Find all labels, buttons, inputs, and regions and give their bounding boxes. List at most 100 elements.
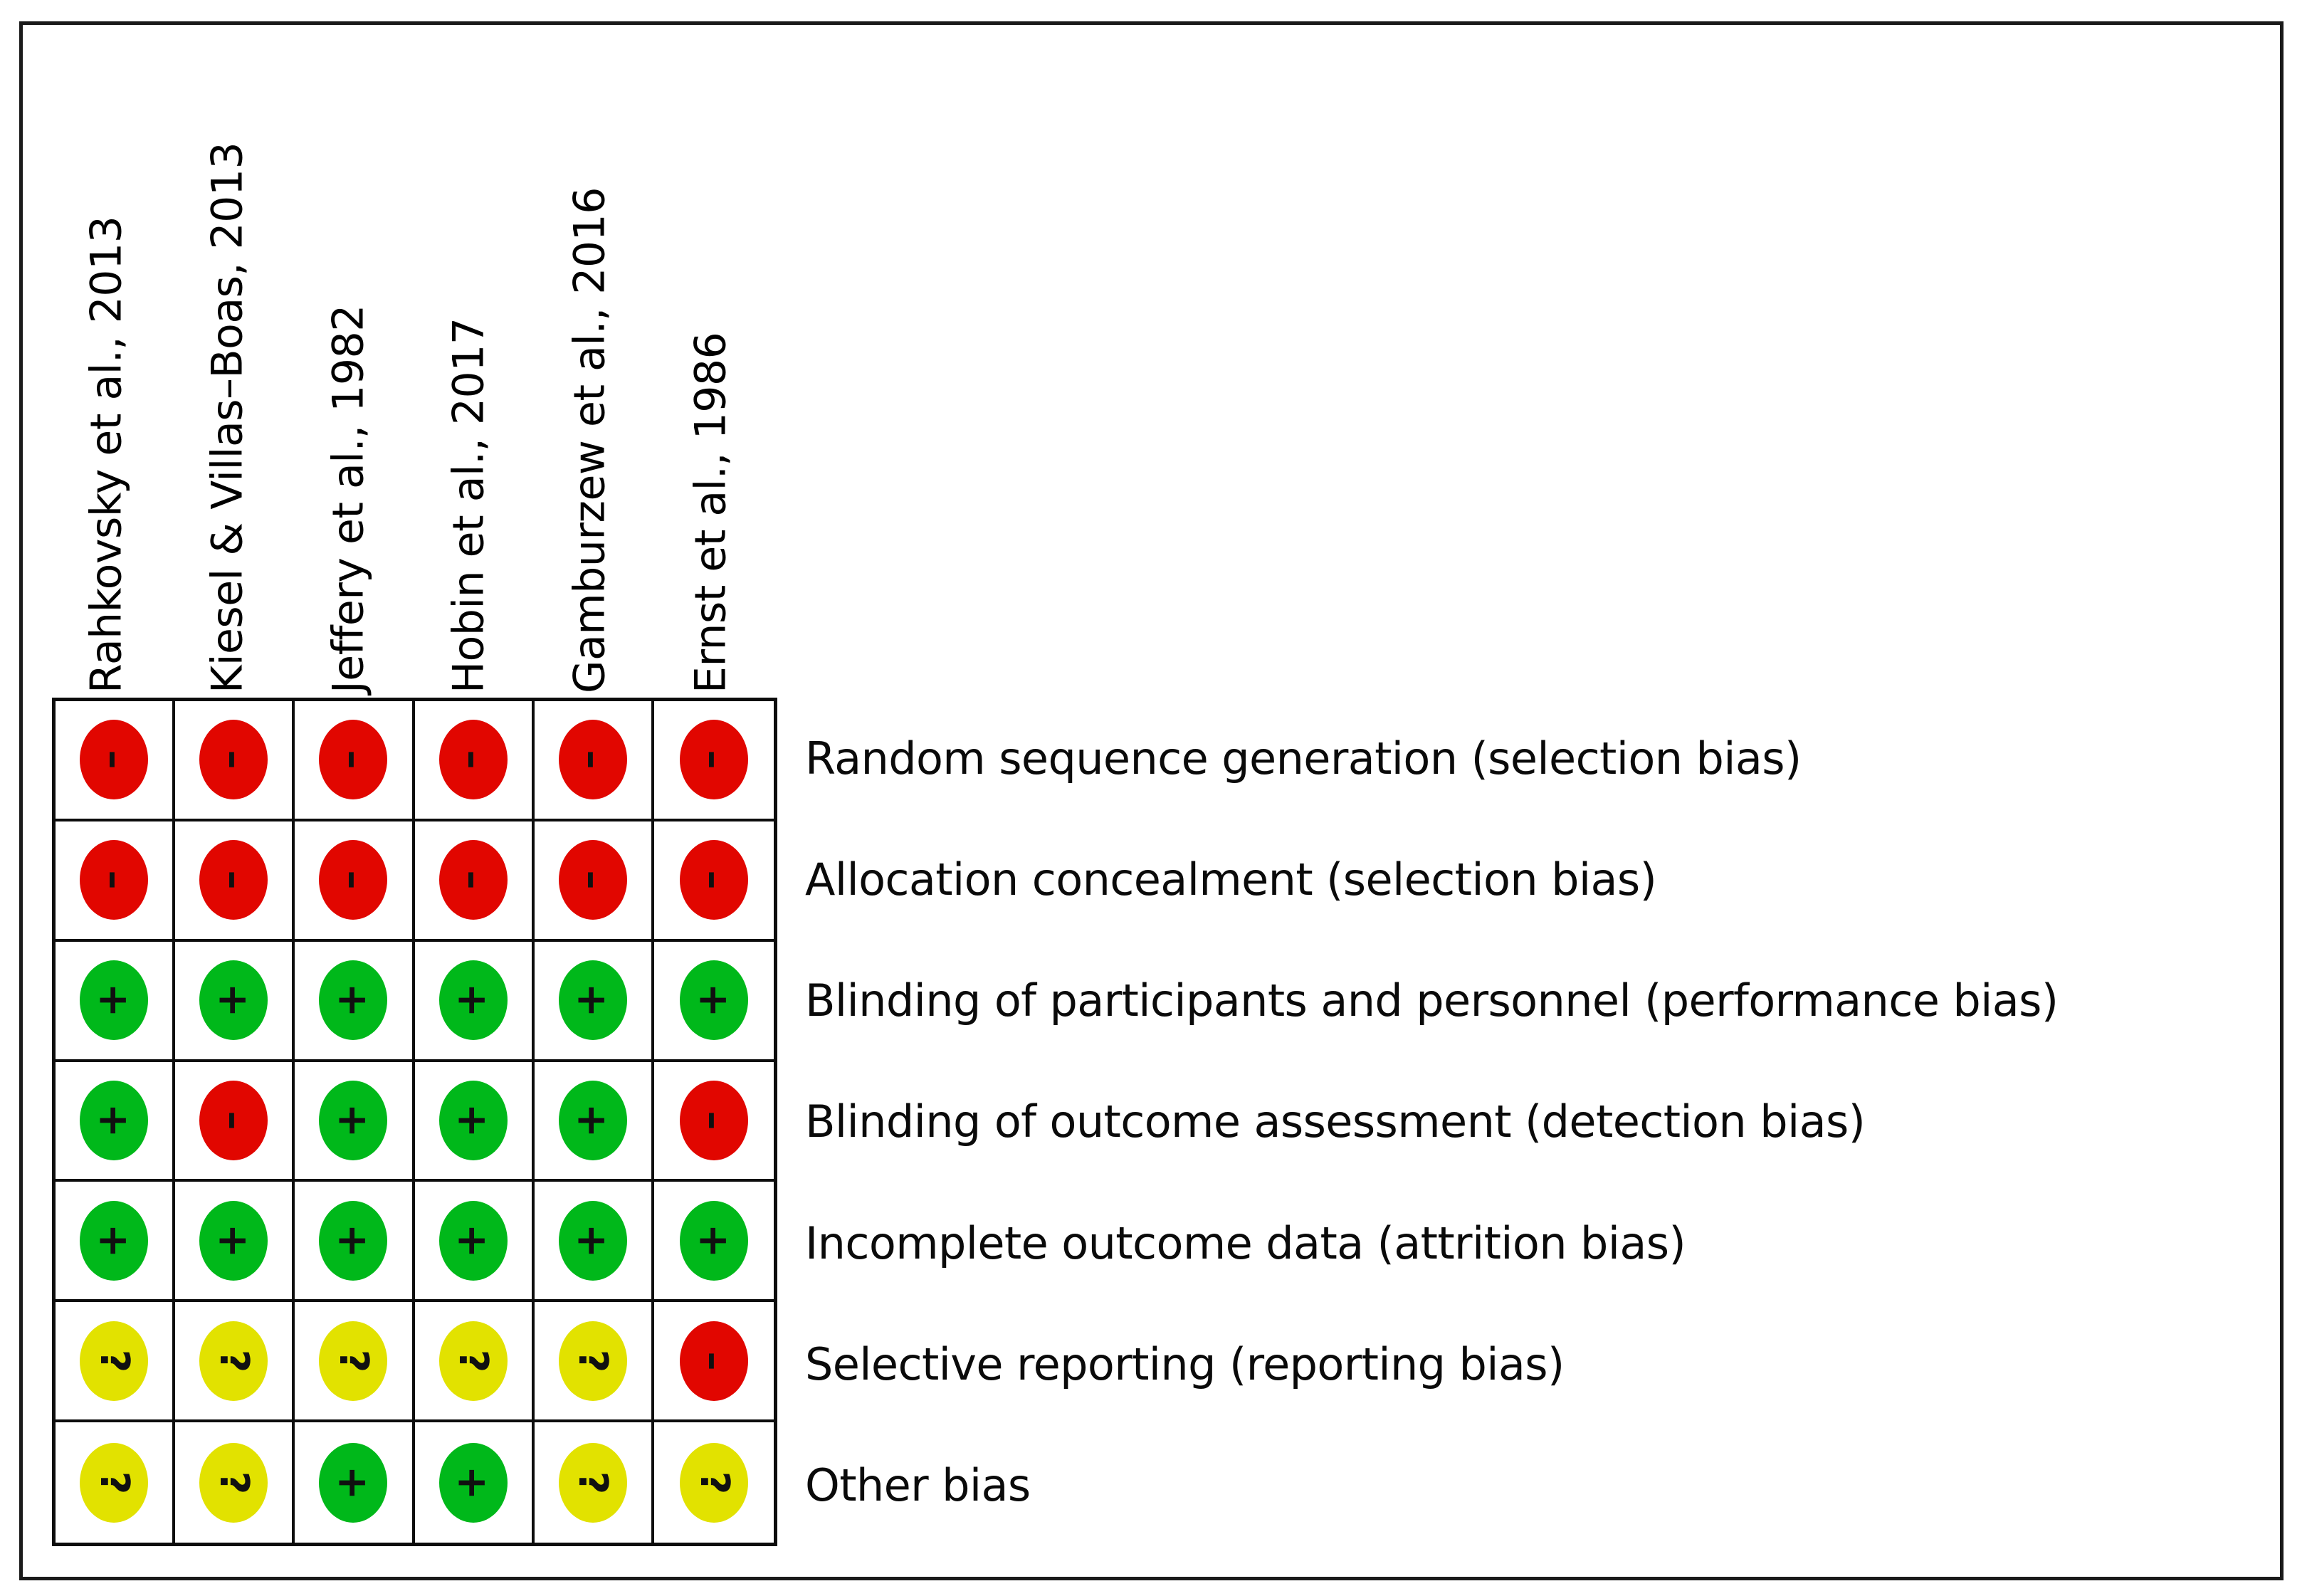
high-risk-icon: – [558, 840, 627, 920]
grid-cell: – [414, 701, 535, 821]
column-header-1: Rahkovsky et al., 2013 [52, 21, 173, 698]
grid-cell: ? [534, 1302, 654, 1423]
grid-cell: – [653, 701, 774, 821]
grid-cell: ? [56, 1302, 176, 1423]
marker-glyph: + [448, 1223, 498, 1259]
low-risk-icon: + [199, 960, 268, 1041]
column-header-2: Kiesel & Villas–Boas, 2013 [173, 21, 294, 698]
marker-glyph: + [90, 1103, 139, 1138]
low-risk-icon: + [319, 1200, 388, 1281]
bias-domain-labels: Random sequence generation (selection bi… [805, 698, 2243, 1546]
column-header-label: Rahkovsky et al., 2013 [81, 216, 132, 693]
grid-cell: + [295, 1422, 415, 1543]
bias-domain-label-3: Blinding of participants and personnel (… [805, 975, 2059, 1027]
grid-cell: ? [295, 1302, 415, 1423]
high-risk-icon: – [199, 720, 268, 800]
grid-cell: – [56, 821, 176, 942]
marker-glyph: ? [211, 1471, 258, 1494]
low-risk-icon: + [319, 960, 388, 1041]
low-risk-icon: + [679, 960, 748, 1041]
high-risk-icon: – [319, 720, 388, 800]
marker-glyph: – [451, 870, 496, 890]
bias-domain-label-1: Random sequence generation (selection bi… [805, 732, 1802, 784]
low-risk-icon: + [558, 1200, 627, 1281]
marker-glyph: – [570, 750, 616, 770]
low-risk-icon: + [319, 1442, 388, 1523]
grid-cell: + [414, 1061, 535, 1182]
marker-glyph: – [691, 1351, 737, 1371]
grid-cell: – [653, 1061, 774, 1182]
grid-cell: + [534, 1182, 654, 1303]
high-risk-icon: – [199, 1080, 268, 1160]
high-risk-icon: – [199, 840, 268, 920]
marker-glyph: – [331, 750, 377, 770]
marker-glyph: ? [450, 1349, 497, 1372]
marker-glyph: – [92, 750, 137, 770]
grid-cell: – [653, 1302, 774, 1423]
high-risk-icon: – [558, 720, 627, 800]
unclear-risk-icon: ? [319, 1321, 388, 1401]
marker-glyph: – [451, 750, 496, 770]
marker-glyph: ? [330, 1349, 377, 1372]
marker-glyph: ? [569, 1471, 616, 1494]
column-header-label: Hobin et al., 2017 [444, 317, 495, 693]
marker-glyph: – [92, 870, 137, 890]
marker-glyph: – [691, 750, 737, 770]
unclear-risk-icon: ? [558, 1321, 627, 1401]
low-risk-icon: + [679, 1200, 748, 1281]
bias-domain-label-7: Other bias [805, 1459, 1031, 1512]
high-risk-icon: – [679, 840, 748, 920]
grid-cell: – [534, 821, 654, 942]
study-headers: Rahkovsky et al., 2013 Kiesel & Villas–Bo… [52, 21, 777, 698]
marker-glyph: + [209, 982, 258, 1018]
low-risk-icon: + [438, 1200, 508, 1281]
marker-glyph: ? [91, 1349, 138, 1372]
grid-cell: ? [175, 1422, 295, 1543]
column-header-label: Gamburzew et al., 2016 [564, 187, 615, 693]
low-risk-icon: + [558, 960, 627, 1041]
low-risk-icon: + [438, 960, 508, 1041]
marker-glyph: ? [91, 1471, 138, 1494]
column-header-6: Ernst et al., 1986 [656, 21, 777, 698]
grid-cell: – [175, 1061, 295, 1182]
grid-cell: + [414, 941, 535, 1062]
high-risk-icon: – [679, 720, 748, 800]
marker-glyph: + [689, 982, 738, 1018]
marker-glyph: + [329, 1103, 378, 1138]
high-risk-icon: – [319, 840, 388, 920]
low-risk-icon: + [319, 1080, 388, 1160]
unclear-risk-icon: ? [558, 1442, 627, 1523]
grid-cell: + [175, 941, 295, 1062]
grid-cell: – [295, 701, 415, 821]
grid-cell: + [414, 1182, 535, 1303]
marker-glyph: + [90, 1223, 139, 1259]
grid-cell: + [414, 1422, 535, 1543]
column-header-4: Hobin et al., 2017 [415, 21, 536, 698]
low-risk-icon: + [80, 960, 149, 1041]
unclear-risk-icon: ? [80, 1321, 149, 1401]
marker-glyph: + [448, 1465, 498, 1500]
grid-cell: – [653, 821, 774, 942]
grid-cell: + [56, 1061, 176, 1182]
marker-glyph: + [689, 1223, 738, 1259]
marker-glyph: + [568, 1103, 617, 1138]
high-risk-icon: – [80, 840, 149, 920]
unclear-risk-icon: ? [438, 1321, 508, 1401]
grid-cell: – [175, 821, 295, 942]
marker-glyph: ? [690, 1471, 737, 1494]
grid-cell: ? [414, 1302, 535, 1423]
bias-domain-label-2: Allocation concealment (selection bias) [805, 853, 1657, 905]
low-risk-icon: + [438, 1442, 508, 1523]
marker-glyph: ? [569, 1349, 616, 1372]
unclear-risk-icon: ? [80, 1442, 149, 1523]
marker-glyph: – [570, 870, 616, 890]
grid-cell: + [653, 1182, 774, 1303]
low-risk-icon: + [80, 1200, 149, 1281]
grid-cell: + [56, 941, 176, 1062]
marker-glyph: + [568, 1223, 617, 1259]
grid-cell: + [653, 941, 774, 1062]
marker-glyph: – [331, 870, 377, 890]
marker-glyph: + [448, 1103, 498, 1138]
marker-glyph: + [329, 982, 378, 1018]
